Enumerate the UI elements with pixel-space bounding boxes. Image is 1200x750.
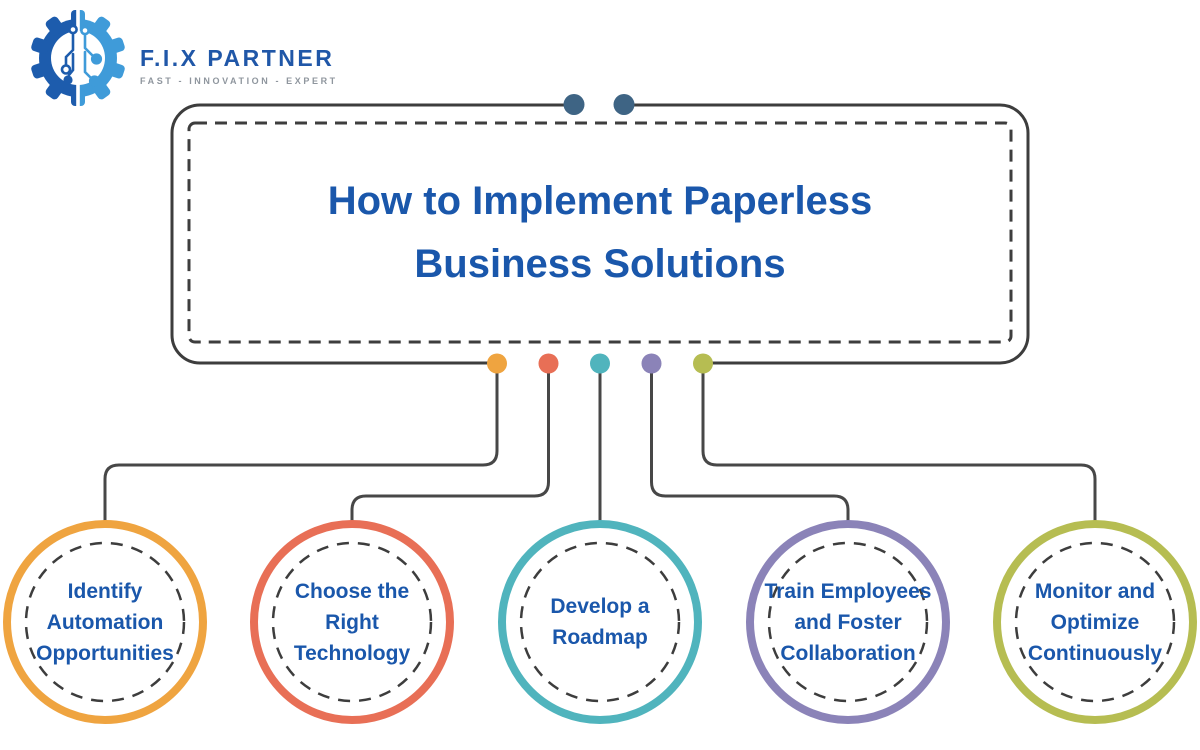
step-dashed-ring-5 [1014,541,1176,703]
step-ring-3 [498,520,702,724]
top-dot-left [563,94,585,115]
brand-tagline: FAST - INNOVATION - EXPERT [140,75,338,86]
top-dot-right [613,94,635,115]
title-box-dashed-outline [187,121,1013,344]
gear-split [76,8,80,108]
step-dashed-ring-3 [519,541,681,703]
circuit-traces-light [80,25,94,79]
connector-step-4 [650,372,850,524]
step-ring-4 [746,520,950,724]
step-label-identify-automation-opportunities: Identify Automation Opportunities [36,579,174,665]
step-dashed-ring-1 [24,541,186,703]
step-label-monitor-and-optimize: Monitor and Optimize Continuously [1027,579,1163,665]
logo: F.I.X PARTNER FAST - INNOVATION - EXPERT [26,8,338,108]
step-dot-5 [693,353,713,374]
connector-step-2 [350,372,550,524]
circuit-traces-dark [60,24,78,77]
step-label-train-employees-collaboration: Train Employees and Foster Collaboration [764,579,932,665]
brand-name: F.I.X PARTNER [140,44,335,71]
gear-circuit-icon [31,8,125,108]
connectors [103,372,1097,524]
connector-step-1 [103,372,499,524]
step-dot-2 [538,353,559,374]
step-ring-5 [993,520,1197,724]
circuit-nodes-light [88,53,103,87]
step-dot-1 [487,353,507,374]
step-ring-1 [3,520,207,724]
page-title: How to Implement Paperless Business Solu… [327,178,873,286]
step-label-choose-the-right-technology: Choose the Right Technology [293,579,411,665]
step-ring-2 [250,520,454,724]
circuit-node-dark [63,75,73,85]
step-dot-4 [641,353,662,374]
top-border-gap [584,100,615,110]
step-dashed-ring-4 [767,541,929,703]
connector-step-5 [701,372,1097,524]
step-label-develop-a-roadmap: Develop a Roadmap [550,595,650,649]
step-dashed-ring-2 [271,541,433,703]
step-dot-3 [590,353,610,374]
